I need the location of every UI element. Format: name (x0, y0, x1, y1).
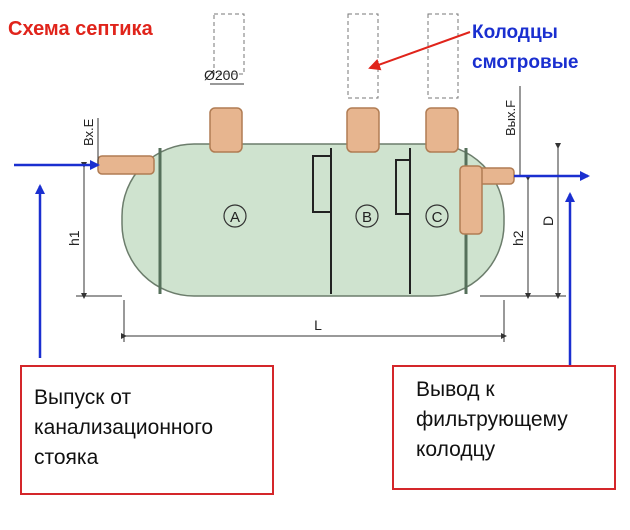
chamber-a-circle (223, 204, 247, 228)
outlet-tee (459, 165, 483, 235)
neck-c (425, 107, 459, 153)
outlet-callout: Вывод к фильтрующему колодцу (392, 365, 616, 490)
tank-body (121, 143, 505, 297)
well-outline-1 (213, 13, 245, 75)
inlet-callout-line-3: стояка (34, 446, 99, 469)
wells-pointer-arrow (368, 31, 471, 71)
chamber-b-label: B (362, 209, 372, 226)
outlet-callout-line-1: Вывод к (416, 378, 495, 401)
inlet-callout-line-2: канализационного (34, 416, 214, 439)
inlet-callout-line-1: Выпуск от (34, 386, 132, 409)
inlet-pipe (97, 155, 155, 175)
well-outline-3 (427, 13, 459, 99)
chamber-a-label: A (230, 209, 240, 226)
d-label: D (540, 216, 556, 226)
neck-b (346, 107, 380, 153)
chamber-c-circle (425, 204, 449, 228)
h1-label: h1 (66, 230, 82, 246)
wells-label: Колодцы смотровые (472, 18, 579, 78)
well-outline-2 (347, 13, 379, 99)
overflow-bc (395, 159, 411, 215)
neck-a (209, 107, 243, 153)
l-label: L (314, 317, 322, 333)
wells-label-line-1: Колодцы (472, 22, 558, 43)
wells-label-line-2: смотровые (472, 52, 579, 73)
chamber-b-circle (355, 204, 379, 228)
inlet-label: Вх.E (81, 118, 96, 146)
inlet-callout: Выпуск от канализационного стояка (20, 365, 274, 495)
diameter-label: Ø200 (204, 67, 238, 83)
diagram-title: Схема септика (8, 18, 153, 40)
overflow-ab (312, 155, 332, 213)
h2-label: h2 (510, 230, 526, 246)
outlet-callout-line-3: колодцу (416, 438, 496, 461)
chamber-c-label: C (432, 209, 443, 226)
outlet-callout-line-2: фильтрующему (416, 408, 568, 431)
outlet-label: Вых.F (503, 100, 518, 136)
